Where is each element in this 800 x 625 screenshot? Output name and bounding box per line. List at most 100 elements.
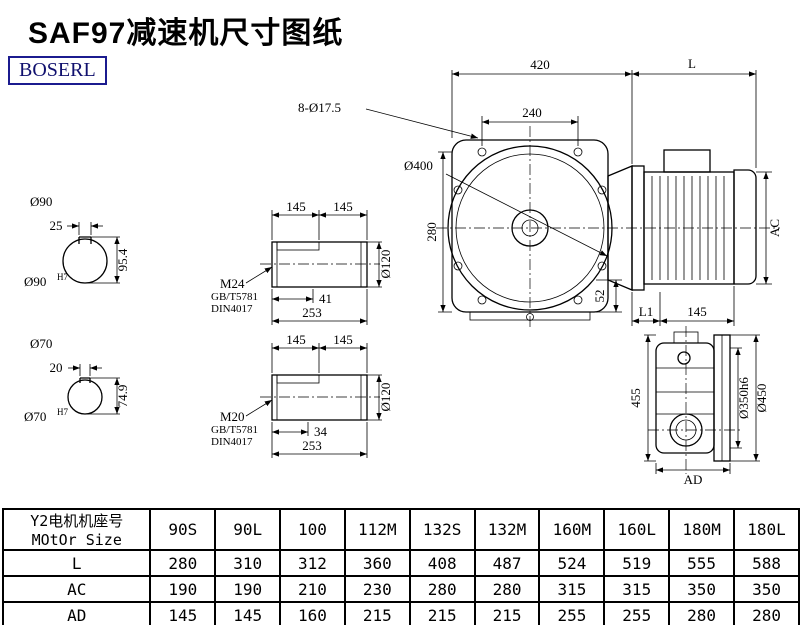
dim-height: 280 — [424, 222, 439, 242]
dim-motor-len: L — [688, 56, 696, 71]
shaft-side-view-2: 145 145 Ø120 M20 GB/T5781 DIN4017 34 253 — [211, 332, 393, 458]
col-header: 132S — [408, 508, 476, 551]
shaft-end-view-2: 20 Ø70 74.9 Ø70 H7 — [24, 336, 130, 424]
label-holes: 8-Ø17.5 — [298, 100, 341, 115]
cell: 280 — [473, 575, 541, 603]
cell: 350 — [733, 575, 800, 603]
label-thread-a: M24 — [220, 276, 245, 291]
shaft-side-view-1: 145 145 Ø120 M24 GB/T5781 DIN4017 41 253 — [211, 199, 393, 325]
cell: 408 — [408, 549, 476, 577]
cell: 360 — [343, 549, 411, 577]
cell: 315 — [538, 575, 606, 603]
table-header-row: Y2电机机座号 MOtOr Size 90S 90L 100 112M 132S… — [1, 508, 800, 551]
dim-spigot-dia: Ø350h6 — [736, 377, 751, 419]
col-header: 132M — [473, 508, 541, 551]
dim-bore-tol-1: H7 — [57, 272, 68, 282]
shaft-end-view-1: 25 Ø90 95.4 Ø90 H7 — [24, 194, 130, 289]
cell: 160 — [279, 601, 346, 625]
table-row-L: L 280 310 312 360 408 487 524 519 555 58… — [1, 549, 800, 577]
cell: 210 — [279, 575, 346, 603]
cell: 145 — [149, 601, 217, 625]
dim-seg2-b: 145 — [333, 332, 353, 347]
dim-motor-seat: 145 — [687, 304, 707, 319]
motor-size-header: Y2电机机座号 MOtOr Size — [1, 508, 152, 551]
dim-seg1-a: 145 — [286, 199, 306, 214]
cell: 524 — [538, 549, 606, 577]
dim-key-width-2: 20 — [50, 360, 63, 375]
cell: 145 — [214, 601, 282, 625]
dim-keylen-b: 34 — [314, 424, 328, 439]
cell: 230 — [343, 575, 411, 603]
col-header: 90S — [149, 508, 217, 551]
dim-hole-span: 240 — [522, 105, 542, 120]
col-header: 180L — [733, 508, 800, 551]
dim-flange-dia: Ø400 — [404, 158, 433, 173]
dim-bore-1: Ø90 — [24, 274, 46, 289]
cell: 190 — [149, 575, 217, 603]
cell: 519 — [603, 549, 671, 577]
dim-shaft-dia-2: Ø70 — [30, 336, 52, 351]
dim-side-width: AD — [684, 472, 703, 487]
col-header: 112M — [343, 508, 411, 551]
row-label: AC — [1, 575, 152, 603]
dim-dia-a: Ø120 — [378, 250, 393, 279]
cell: 255 — [538, 601, 606, 625]
col-header: 160M — [538, 508, 606, 551]
label-std2-a: DIN4017 — [211, 303, 253, 315]
dim-l1: L1 — [639, 304, 653, 319]
cell: 555 — [668, 549, 736, 577]
motor — [607, 149, 757, 291]
dim-bore-2: Ø70 — [24, 409, 46, 424]
label-std1-b: GB/T5781 — [211, 424, 258, 436]
dim-key-width-1: 25 — [50, 218, 63, 233]
label-std2-b: DIN4017 — [211, 436, 253, 448]
label-thread-b: M20 — [220, 409, 245, 424]
technical-drawing: 25 Ø90 95.4 Ø90 H7 20 Ø70 74.9 Ø70 H7 — [24, 56, 782, 487]
cell: 588 — [733, 549, 800, 577]
side-view: 455 Ø350h6 Ø450 AD — [628, 326, 769, 487]
row-label: AD — [1, 601, 152, 625]
cell: 255 — [603, 601, 671, 625]
col-header: 160L — [603, 508, 671, 551]
cell: 280 — [408, 575, 476, 603]
col-header: 90L — [214, 508, 282, 551]
cell: 350 — [668, 575, 736, 603]
dim-keylen-a: 41 — [319, 291, 332, 306]
dim-foot: 52 — [592, 290, 607, 303]
page-title: SAF97减速机尺寸图纸 — [28, 17, 344, 50]
dim-side-height: 455 — [628, 388, 643, 408]
cell: 215 — [473, 601, 541, 625]
label-std1-a: GB/T5781 — [211, 291, 258, 303]
brand-logo: BOSERL — [8, 56, 107, 85]
dim-total-a: 253 — [302, 305, 322, 320]
dim-side-flange-dia: Ø450 — [754, 384, 769, 413]
dim-bore-tol-2: H7 — [57, 407, 68, 417]
cell: 315 — [603, 575, 671, 603]
dim-key-height-1: 95.4 — [115, 248, 130, 271]
front-view: 420 L 8-Ø17.5 240 Ø400 280 52 AC — [298, 56, 782, 330]
header-en: MOtOr Size — [31, 531, 122, 549]
dim-width: 420 — [530, 57, 550, 72]
table-row-AC: AC 190 190 210 230 280 280 315 315 350 3… — [1, 575, 800, 603]
cell: 215 — [343, 601, 411, 625]
flange-bolt-holes — [453, 147, 607, 305]
dim-total-b: 253 — [302, 438, 322, 453]
row-label: L — [1, 549, 152, 577]
cell: 280 — [733, 601, 800, 625]
dim-seg1-b: 145 — [286, 332, 306, 347]
dim-shaft-dia-1: Ø90 — [30, 194, 52, 209]
col-header: 100 — [279, 508, 346, 551]
cell: 312 — [279, 549, 346, 577]
cell: 310 — [214, 549, 282, 577]
dim-motor-height: AC — [767, 219, 782, 237]
cell: 190 — [214, 575, 282, 603]
dim-dia-b: Ø120 — [378, 383, 393, 412]
cell: 280 — [149, 549, 217, 577]
header-cn: Y2电机机座号 — [30, 512, 124, 530]
table-row-AD: AD 145 145 160 215 215 215 255 255 280 2… — [1, 601, 800, 625]
col-header: 180M — [668, 508, 736, 551]
spec-table: Y2电机机座号 MOtOr Size 90S 90L 100 112M 132S… — [1, 508, 800, 625]
cell: 280 — [668, 601, 736, 625]
dim-seg2-a: 145 — [333, 199, 353, 214]
